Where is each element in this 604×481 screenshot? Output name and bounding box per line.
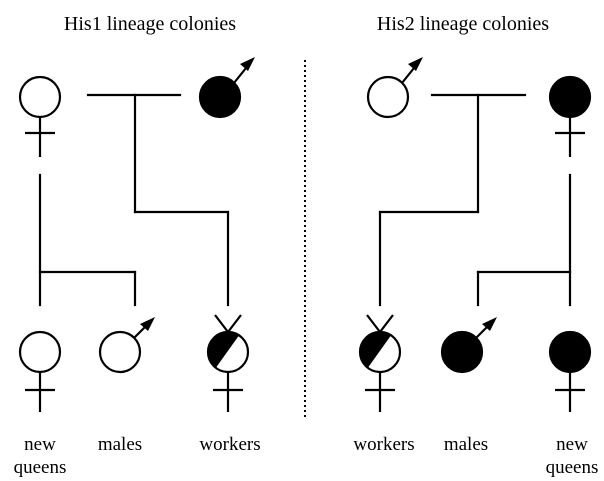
label-males: males <box>98 434 142 455</box>
female-symbol-icon <box>548 330 592 412</box>
female-symbol-icon <box>548 75 592 157</box>
right-panel: workers males new queens <box>353 57 599 478</box>
male-symbol-icon <box>98 317 155 374</box>
label-males: males <box>444 434 488 455</box>
left-panel-title: His1 lineage colonies <box>64 13 236 35</box>
male-symbol-icon <box>198 57 255 119</box>
right-panel-title: His2 lineage colonies <box>377 13 549 35</box>
left-panel: new queens males workers <box>14 57 261 478</box>
female-symbol-icon <box>18 330 62 412</box>
worker-symbol-icon <box>358 314 402 412</box>
male-symbol-icon <box>366 57 423 119</box>
label-new-queens-line1: new <box>24 434 56 455</box>
label-new-queens-line2: queens <box>546 457 599 478</box>
female-symbol-icon <box>18 75 62 157</box>
worker-symbol-icon <box>206 314 250 412</box>
label-new-queens-line2: queens <box>14 457 67 478</box>
label-workers: workers <box>353 434 414 455</box>
label-workers: workers <box>199 434 260 455</box>
label-new-queens-line1: new <box>556 434 588 455</box>
male-symbol-icon <box>440 317 497 374</box>
